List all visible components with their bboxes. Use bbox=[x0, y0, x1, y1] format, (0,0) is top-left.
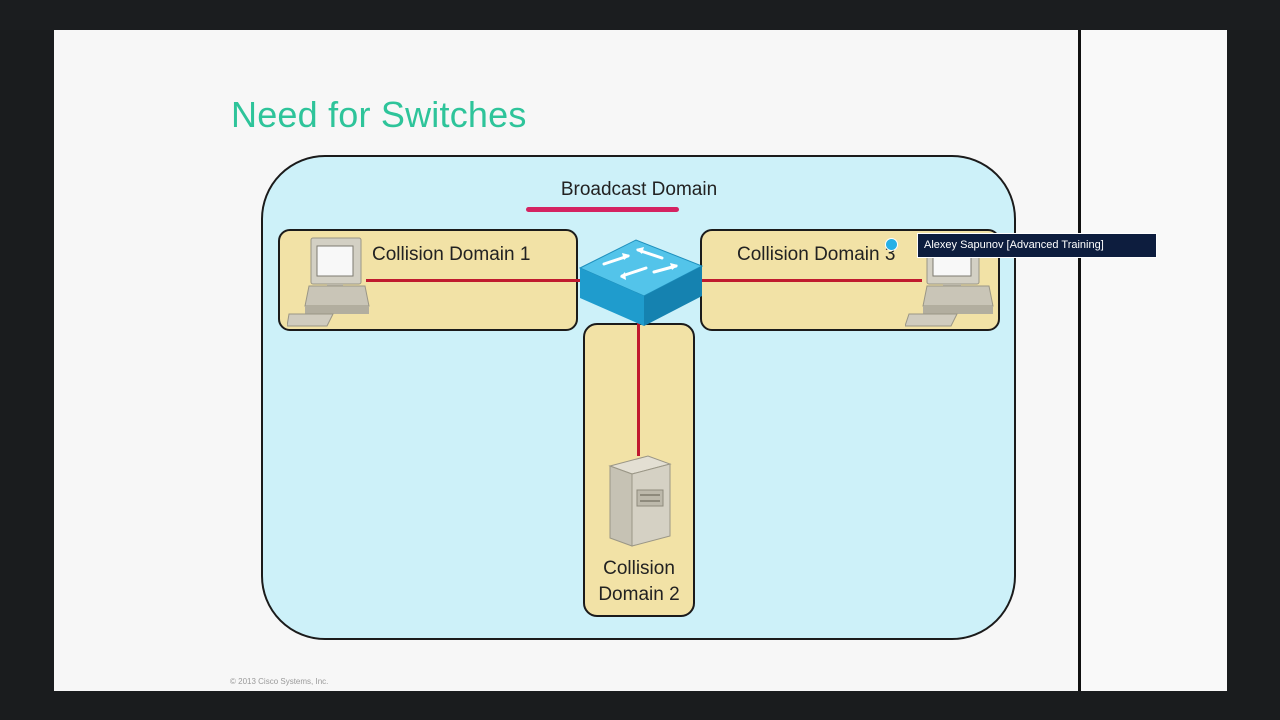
side-panel bbox=[1081, 30, 1227, 691]
collision-domain-3-label: Collision Domain 3 bbox=[737, 244, 896, 265]
video-frame-top bbox=[0, 0, 1280, 30]
switch-icon bbox=[578, 239, 704, 326]
slide-divider bbox=[1078, 30, 1081, 691]
broadcast-domain-label: Broadcast Domain bbox=[560, 179, 718, 200]
presenter-name-badge: Alexey Sapunov [Advanced Training] bbox=[917, 233, 1157, 258]
collision-domain-1-label: Collision Domain 1 bbox=[372, 244, 531, 265]
pc-icon bbox=[287, 237, 370, 327]
server-icon bbox=[608, 455, 672, 547]
broadcast-domain-underline bbox=[526, 207, 679, 212]
link-pc1-switch bbox=[366, 279, 581, 282]
copyright-notice: © 2013 Cisco Systems, Inc. bbox=[230, 677, 329, 686]
slide-title: Need for Switches bbox=[231, 94, 527, 135]
link-switch-server bbox=[637, 322, 640, 456]
presenter-pointer-icon bbox=[885, 238, 898, 251]
link-switch-pc3 bbox=[698, 279, 922, 282]
